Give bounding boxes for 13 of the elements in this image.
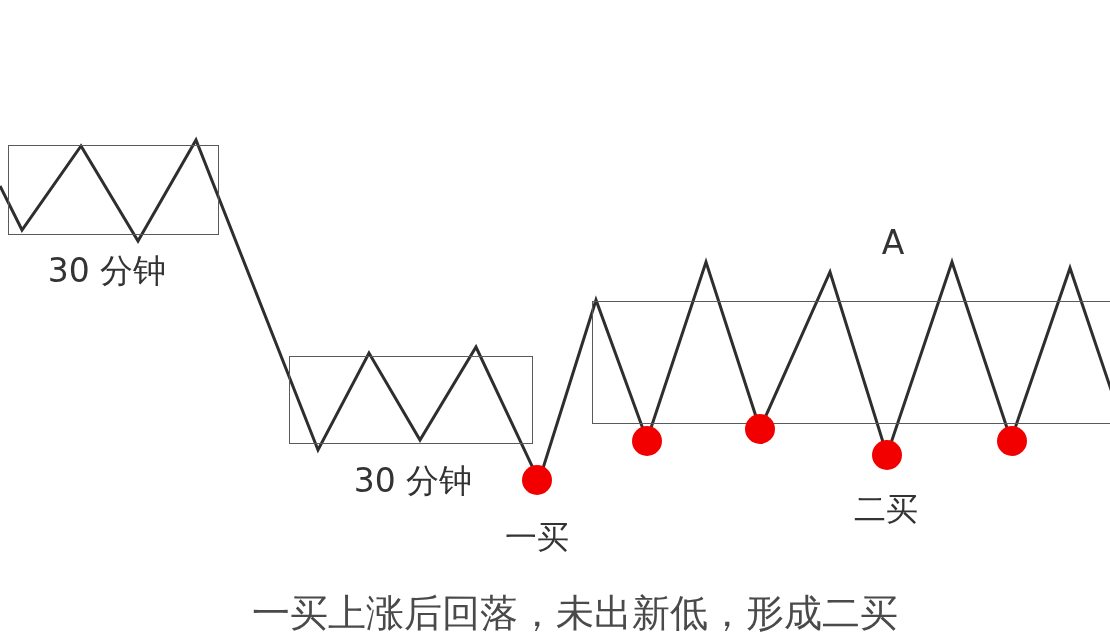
range-box [289,356,533,444]
caption: 一买上涨后回落，未出新低，形成二买 [252,591,898,637]
dot-marker [522,465,552,495]
point-label: 二买 [854,489,918,529]
dot-marker [745,414,775,444]
range-box [8,145,219,235]
box-label: A [881,223,905,263]
point-label: 一买 [505,517,569,557]
dot-marker [872,440,902,470]
duration-label: 30 分钟 [353,461,473,501]
duration-label: 30 分钟 [47,251,167,291]
dot-marker [997,426,1027,456]
dot-marker [632,426,662,456]
